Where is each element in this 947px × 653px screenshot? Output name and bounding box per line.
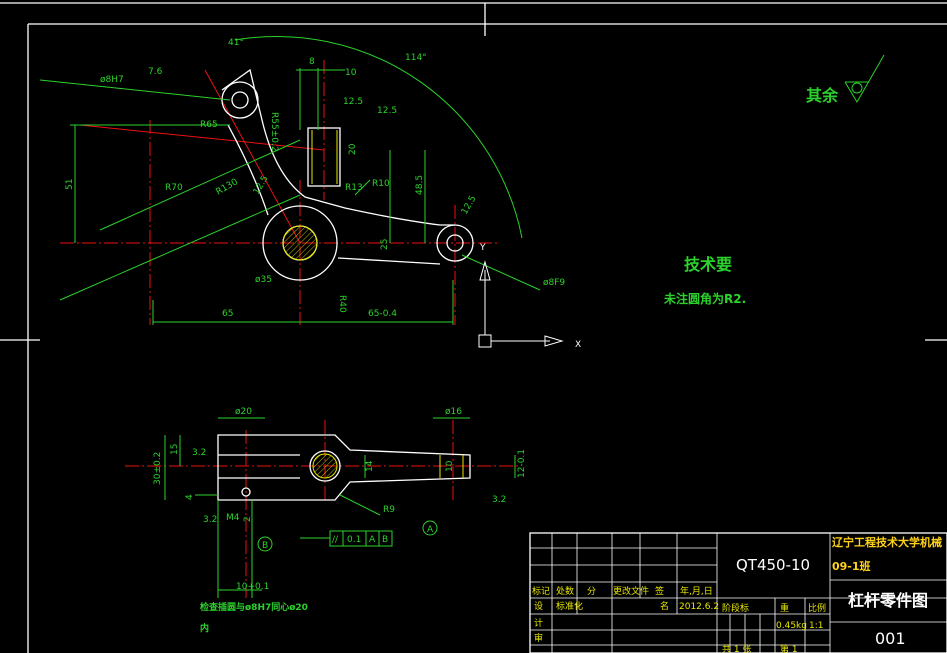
tb-design: 设: [534, 601, 543, 612]
tb-doc: 更改文件: [613, 585, 649, 597]
datum-a-marker: [422, 520, 438, 536]
geometric-tolerance-frame: // 0.1 A B: [300, 530, 393, 547]
ucs-y-label: Y: [479, 243, 486, 253]
ucs-icon: X Y: [478, 243, 581, 350]
tol-datum-b: B: [382, 535, 388, 545]
dim-r65: R65: [200, 120, 218, 130]
datum-a-label: A: [427, 525, 434, 535]
dim-51: 51: [65, 179, 75, 190]
dim-12: 12-0.1: [517, 449, 527, 478]
roughness-symbol: [844, 54, 885, 103]
dim-8: 8: [309, 57, 315, 67]
dim-15: 15: [170, 444, 180, 455]
dim-phi16: ø16: [445, 407, 462, 417]
front-note-line1: 检查插圆与ø8H7同心ø20: [200, 601, 308, 613]
dim-r70: R70: [165, 183, 183, 193]
tb-date-val: 2012.6.2: [679, 602, 719, 612]
top-view: 8 10 41° 114° ø8H7 7.6 R65 R70 R130 R55±…: [39, 36, 565, 325]
tb-review: 审: [534, 632, 543, 644]
dim-10-tol: 10+0.1: [236, 582, 269, 592]
tb-stage: 阶段标: [722, 602, 749, 614]
front-note-line2: 内: [200, 622, 209, 634]
dim-25: 25: [380, 239, 390, 250]
school-line2: 09-1班: [832, 559, 871, 573]
dim-14: 14: [365, 460, 375, 472]
tb-mark: 标记: [532, 585, 550, 597]
dim-30: 30±0.2: [153, 452, 163, 485]
dim-phi8h7: ø8H7: [100, 75, 124, 85]
dim-3-2-c: 3.2: [492, 495, 506, 505]
title-block: QT450-10 辽宁工程技术大学机械 09-1班 杠杆零件图 001 标记 处…: [529, 532, 947, 653]
dim-m4: M4: [226, 513, 240, 523]
tech-requirements-title: 技术要: [684, 255, 732, 274]
dim-4: 4: [185, 494, 195, 500]
tb-sheet: 第 1: [780, 643, 798, 653]
dim-2: 2: [243, 516, 253, 522]
material-label: QT450-10: [736, 556, 810, 574]
datum-b-label: B: [262, 541, 268, 551]
notes: 其余 技术要 未注圆角为R2.: [663, 54, 885, 306]
tb-ji: 计: [534, 617, 543, 629]
dim-7-6: 7.6: [148, 67, 163, 77]
tb-date: 年,月,日: [680, 585, 713, 597]
dim-phi8f9: ø8F9: [543, 278, 565, 288]
tb-sign: 签: [655, 585, 664, 597]
dim-3-2-a: 3.2: [192, 448, 206, 458]
dim-41-deg: 41°: [228, 38, 244, 48]
dim-114-deg: 114°: [405, 53, 427, 63]
tb-scale-val: 1:1: [809, 621, 823, 631]
dim-12-5-b: 12.5: [377, 106, 397, 116]
tb-weight-val: 0.45kg: [776, 621, 807, 631]
ucs-x-label: X: [575, 340, 581, 350]
dim-r40: R40: [337, 295, 347, 313]
tech-requirements-text: 未注圆角为R2.: [663, 291, 746, 306]
dim-65: 65: [222, 309, 233, 319]
drawing-number: 001: [875, 629, 906, 648]
drawing-name: 杠杆零件图: [848, 591, 928, 610]
dim-r130: R130: [215, 177, 241, 198]
dim-3-2-b: 3.2: [203, 515, 217, 525]
tb-sheets: 共 1 张: [722, 644, 751, 653]
dim-12-5-a: 12.5: [343, 97, 363, 107]
tb-zone: 分: [587, 586, 596, 597]
tb-std: 标准化: [556, 600, 583, 612]
tb-weight: 重: [780, 602, 789, 614]
dim-20: 20: [348, 143, 358, 155]
tb-name: 名: [660, 600, 669, 612]
tol-value: 0.1: [347, 535, 361, 545]
rest-roughness-label: 其余: [806, 86, 839, 105]
dim-12-5-d: 12.5: [460, 194, 479, 216]
dim-48-5: 48.5: [415, 175, 425, 195]
front-view: ø20 ø16 30±0.2 15 3.2 3.2 3.2 4 M4 2 14 …: [125, 407, 527, 634]
dim-10: 10: [345, 68, 357, 78]
tb-scale: 比例: [808, 602, 826, 614]
tol-symbol: //: [332, 535, 339, 545]
dim-phi20: ø20: [235, 407, 252, 417]
dim-65-tol: 65-0.4: [368, 309, 397, 319]
datum-b-marker: [257, 536, 273, 552]
dim-r55: R55±0.2: [269, 112, 279, 152]
tol-datum-a: A: [369, 535, 376, 545]
dim-r9: R9: [383, 505, 395, 515]
dim-r13: R13: [345, 183, 363, 193]
tb-count: 处数: [556, 585, 574, 597]
school-line1: 辽宁工程技术大学机械: [832, 535, 942, 549]
dim-phi35: ø35: [255, 275, 272, 285]
dim-r10: R10: [372, 179, 390, 189]
dim-10-front: 10: [445, 460, 455, 472]
